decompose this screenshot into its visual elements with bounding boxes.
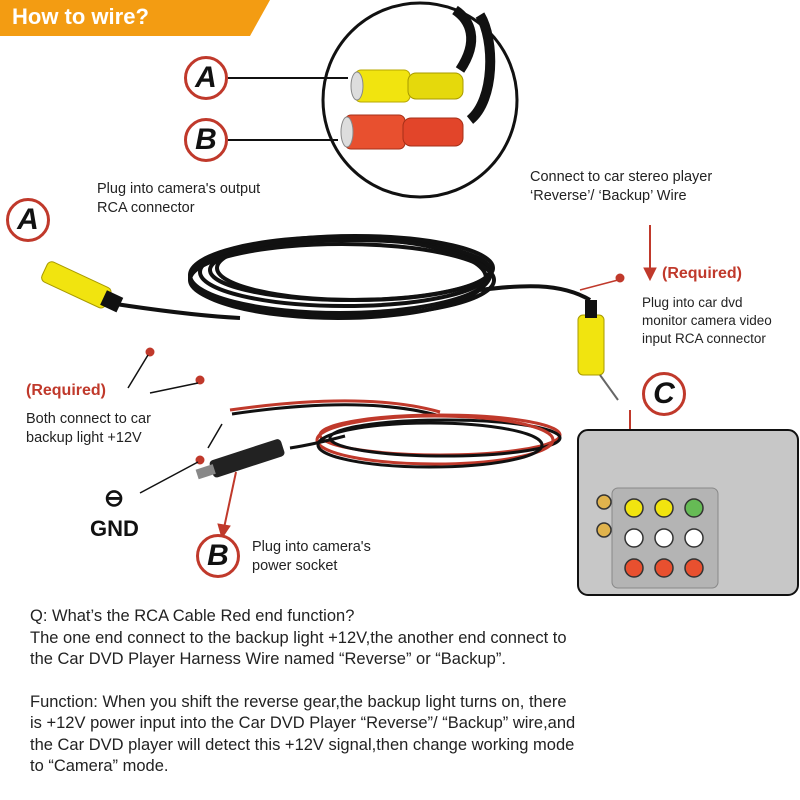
function-text-line4: to “Camera” mode.	[30, 757, 169, 775]
qa-answer-line2: the Car DVD Player Harness Wire named “R…	[30, 650, 506, 668]
label-power-socket-line2: power socket	[252, 558, 338, 574]
rca-plugs-inset	[321, 1, 519, 199]
required-right: (Required)	[662, 265, 742, 282]
qa-section: Q: What’s the RCA Cable Red end function…	[30, 606, 780, 778]
qa-answer-line1: The one end connect to the backup light …	[30, 628, 567, 647]
label-power-socket: Plug into camera's power socket	[252, 538, 371, 576]
label-camera-output-line2: RCA connector	[97, 200, 195, 216]
label-dvd-monitor: Plug into car dvd monitor camera video i…	[642, 294, 772, 348]
label-camera-output: Plug into camera's output RCA connector	[97, 180, 260, 218]
function-text-line3: the Car DVD player will detect this +12V…	[30, 735, 575, 754]
badge-b-bottom: B	[196, 534, 240, 578]
function-text-line1: When you shift the reverse gear,the back…	[97, 692, 567, 711]
function-text-line2: is +12V power input into the Car DVD Pla…	[30, 714, 576, 732]
rca-yellow-plug-icon	[350, 69, 464, 103]
label-dvd-monitor-line1: Plug into car dvd	[642, 295, 743, 310]
power-cable	[229, 399, 562, 469]
required-left: (Required)	[26, 382, 106, 399]
badge-a-top: A	[184, 56, 228, 100]
label-backup-light: Both connect to car backup light +12V	[26, 410, 151, 448]
connection-pointers	[127, 225, 657, 540]
dc-power-plug-icon	[195, 439, 285, 480]
banner-title: How to wire?	[12, 4, 149, 29]
label-gnd: GND	[90, 516, 139, 541]
wiring-diagram	[41, 1, 799, 596]
label-backup-light-line1: Both connect to car	[26, 411, 151, 427]
badge-c: C	[642, 372, 686, 416]
label-camera-output-line1: Plug into camera's output	[97, 181, 261, 197]
qa-question: Q: What’s the RCA Cable Red end function…	[30, 607, 355, 625]
label-stereo-player-line2: ‘Reverse’/ ‘Backup’ Wire	[530, 188, 687, 204]
function-label: Function:	[30, 692, 98, 711]
label-stereo-player: Connect to car stereo player ‘Reverse’/ …	[530, 168, 712, 206]
coiled-video-cable	[89, 234, 592, 320]
label-dvd-monitor-line2: monitor camera video	[642, 313, 772, 328]
label-power-socket-line1: Plug into camera's	[252, 539, 371, 555]
badge-a-left: A	[6, 198, 50, 242]
label-backup-light-line2: backup light +12V	[26, 430, 142, 446]
label-stereo-player-line1: Connect to car stereo player	[530, 169, 713, 185]
badge-b-top: B	[184, 118, 228, 162]
left-rca-plug-icon	[41, 261, 124, 313]
function-line1: Function: When you shift the reverse gea…	[30, 692, 780, 714]
dvd-panel-icon	[577, 429, 799, 596]
rca-red-plug-icon	[340, 114, 464, 150]
how-to-wire-banner: How to wire?	[0, 0, 270, 36]
right-rca-plug-icon	[577, 300, 619, 401]
label-dvd-monitor-line3: input RCA connector	[642, 331, 766, 346]
banner-background	[0, 0, 270, 36]
ground-icon: ⊖	[104, 485, 125, 512]
